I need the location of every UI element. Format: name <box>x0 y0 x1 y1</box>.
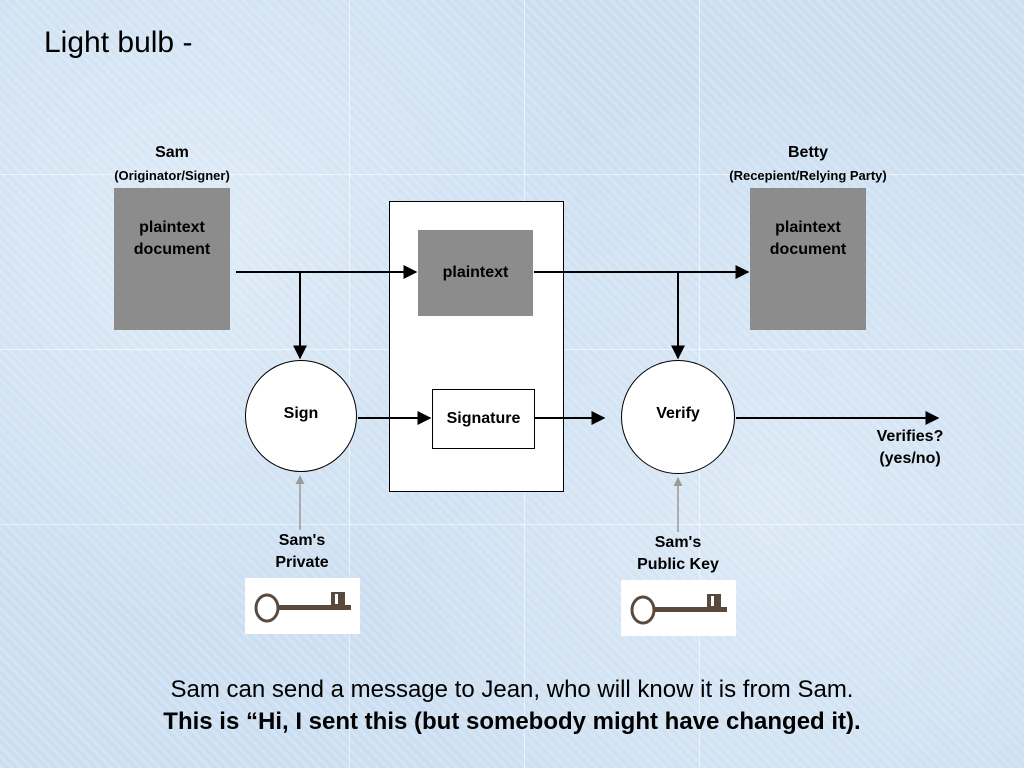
signer-name: Sam <box>155 144 189 161</box>
signer-document: plaintext document <box>114 188 230 330</box>
verify-circle: Verify <box>621 360 735 474</box>
public-key-card <box>621 580 736 636</box>
outcome-label: Verifies? (yes/no) <box>876 428 944 467</box>
sign-circle: Sign <box>245 360 357 472</box>
caption-line-2: This is “Hi, I sent this (but somebody m… <box>163 708 861 735</box>
key-icon <box>630 594 727 625</box>
public-key-label: Sam's Public Key <box>637 534 719 574</box>
private-key-card <box>245 578 360 634</box>
caption-line-1: Sam can send a message to Jean, who will… <box>170 676 854 703</box>
signature-box: Signature <box>432 389 535 449</box>
plaintext-box: plaintext <box>418 230 533 316</box>
receiver-document: plaintext document <box>750 188 866 330</box>
receiver-name: Betty <box>787 144 828 161</box>
key-icon <box>254 592 351 623</box>
receiver-role: (Recepient/Relying Party) <box>729 168 887 183</box>
slide-title: Light bulb - <box>44 26 193 59</box>
signer-role: (Originator/Signer) <box>114 168 230 183</box>
